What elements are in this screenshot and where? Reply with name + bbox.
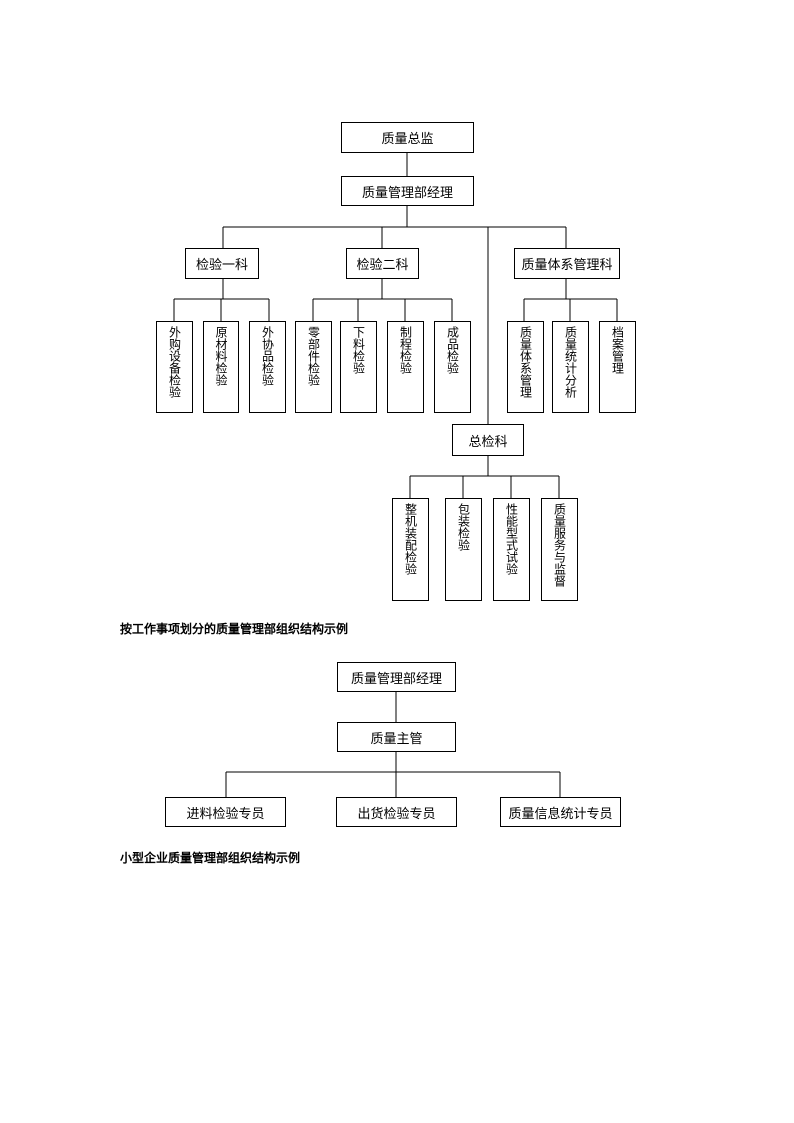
node-quality-director: 质量总监	[341, 122, 474, 153]
diagram2-caption: 小型企业质量管理部组织结构示例	[120, 851, 301, 865]
node-leaf: 整机装配检验	[392, 498, 429, 601]
leaf-label: 性能型式试验	[504, 503, 519, 575]
leaf-label: 外购设备检验	[167, 326, 182, 398]
node-leaf: 零部件检验	[295, 321, 332, 413]
leaf-label: 质量体系管理	[518, 326, 533, 398]
node-leaf: 档案管理	[599, 321, 636, 413]
leaf-label: 原材料检验	[214, 326, 228, 386]
node-dept-final-inspection: 总检科	[452, 424, 524, 456]
leaf-label: 档案管理	[610, 326, 625, 374]
leaf-label: 外协品检验	[260, 326, 275, 386]
node-leaf: 质量统计分析	[552, 321, 589, 413]
node-quality-statistics: 质量信息统计专员	[500, 797, 621, 827]
node-dept-inspection-2: 检验二科	[346, 248, 419, 279]
node-quality-supervisor: 质量主管	[337, 722, 456, 752]
node-leaf: 制程检验	[387, 321, 424, 413]
node-incoming-inspection: 进料检验专员	[165, 797, 286, 827]
node-leaf: 原材料检验	[203, 321, 239, 413]
node-dept-quality-system: 质量体系管理科	[514, 248, 620, 279]
node-leaf: 性能型式试验	[493, 498, 530, 601]
leaf-label: 包装检验	[456, 503, 471, 551]
node-quality-manager-2: 质量管理部经理	[337, 662, 456, 692]
node-leaf: 质量服务与监督	[541, 498, 578, 601]
node-outgoing-inspection: 出货检验专员	[336, 797, 457, 827]
node-leaf: 下料检验	[340, 321, 377, 413]
leaf-label: 质量服务与监督	[552, 503, 567, 587]
node-quality-manager: 质量管理部经理	[341, 176, 474, 206]
node-leaf: 外协品检验	[249, 321, 286, 413]
leaf-label: 制程检验	[398, 326, 413, 374]
node-leaf: 成品检验	[434, 321, 471, 413]
leaf-label: 下料检验	[351, 326, 366, 374]
diagram1-caption: 按工作事项划分的质量管理部组织结构示例	[120, 622, 349, 636]
node-leaf: 外购设备检验	[156, 321, 193, 413]
node-leaf: 包装检验	[445, 498, 482, 601]
node-leaf: 质量体系管理	[507, 321, 544, 413]
leaf-label: 质量统计分析	[563, 326, 578, 398]
leaf-label: 整机装配检验	[403, 503, 418, 575]
leaf-label: 成品检验	[445, 326, 460, 374]
leaf-label: 零部件检验	[306, 326, 321, 386]
node-dept-inspection-1: 检验一科	[185, 248, 259, 279]
